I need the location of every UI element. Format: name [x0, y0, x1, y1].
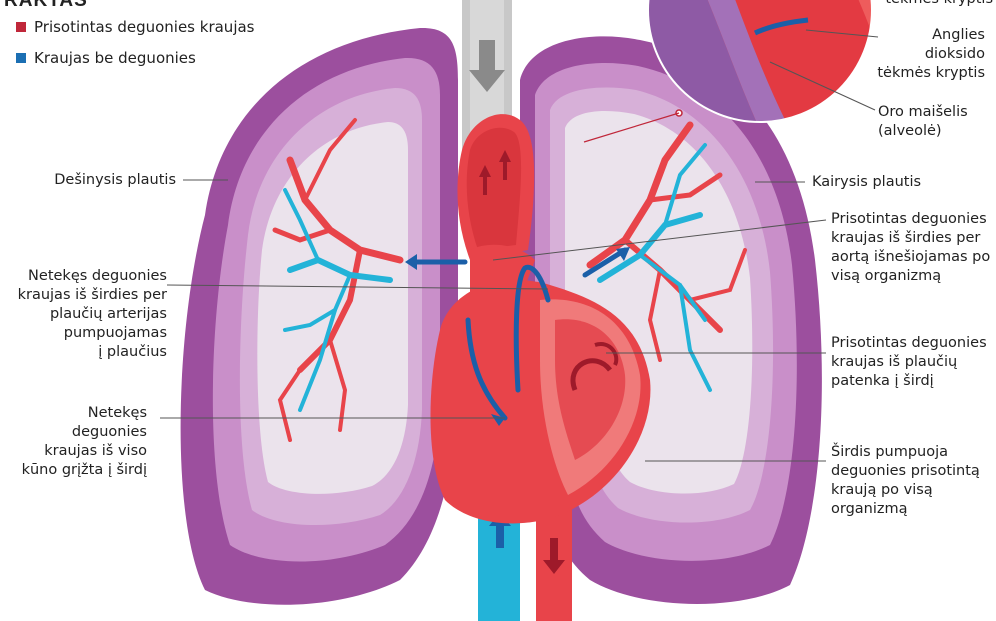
deoxy-return-line-4: kūno grįžta į širdį: [22, 461, 147, 480]
heart-pumps-line-3: kraują po visą: [831, 481, 980, 500]
oxy-aorta-line-2: kraujas iš širdies per: [831, 229, 990, 248]
inset-co2-label: Anglies dioksido tėkmės kryptis: [877, 26, 985, 83]
deoxy-to-lungs-line-5: į plaučius: [18, 343, 167, 362]
oxy-from-lungs-line-1: Prisotintas deguonies: [831, 334, 987, 353]
inset-alveolus-label: Oro maišelis (alveolė): [878, 103, 968, 141]
right-lung: [181, 28, 458, 605]
right-lung-label: Dešinysis plautis: [54, 171, 176, 190]
heart-pumps-line-1: Širdis pumpuoja: [831, 443, 980, 462]
inset-co2-line-3: tėkmės kryptis: [877, 64, 985, 83]
left-lung-label: Kairysis plautis: [812, 173, 921, 192]
deoxy-to-lungs-line-2: kraujas iš širdies per: [18, 286, 167, 305]
oxygenated-swatch-icon: [16, 22, 26, 32]
deoxy-return-label: Netekęs deguonies kraujas iš viso kūno g…: [22, 404, 147, 480]
deoxy-return-line-1: Netekęs: [22, 404, 147, 423]
deoxygenated-swatch-icon: [16, 53, 26, 63]
legend-item-oxygenated: Prisotintas deguonies kraujas: [16, 18, 255, 36]
legend-oxygenated-label: Prisotintas deguonies kraujas: [34, 18, 255, 36]
deoxy-to-lungs-line-1: Netekęs deguonies: [18, 267, 167, 286]
inset-co2-line-1: Anglies: [877, 26, 985, 45]
deoxy-to-lungs-line-4: pumpuojamas: [18, 324, 167, 343]
inset-co2-line-2: dioksido: [877, 45, 985, 64]
oxy-aorta-line-3: aortą išnešiojamas po: [831, 248, 990, 267]
heart-pumps-line-4: organizmą: [831, 500, 980, 519]
deoxy-to-lungs-label: Netekęs deguonies kraujas iš širdies per…: [18, 267, 167, 362]
inset-flow-direction-label: tėkmės kryptis: [885, 0, 993, 9]
oxy-aorta-line-4: visą organizmą: [831, 267, 990, 286]
oxy-from-lungs-line-3: patenka į širdį: [831, 372, 987, 391]
heart-pumps-line-2: deguonies prisotintą: [831, 462, 980, 481]
heart-pumps-label: Širdis pumpuoja deguonies prisotintą kra…: [831, 443, 980, 519]
inset-alveolus-line-1: Oro maišelis: [878, 103, 968, 122]
oxy-from-lungs-line-2: kraujas iš plaučių: [831, 353, 987, 372]
oxy-from-lungs-label: Prisotintas deguonies kraujas iš plaučių…: [831, 334, 987, 391]
oxy-aorta-label: Prisotintas deguonies kraujas iš širdies…: [831, 210, 990, 286]
legend-item-deoxygenated: Kraujas be deguonies: [16, 49, 196, 67]
deoxy-to-lungs-line-3: plaučių arterijas: [18, 305, 167, 324]
oxy-aorta-line-1: Prisotintas deguonies: [831, 210, 990, 229]
legend-deoxygenated-label: Kraujas be deguonies: [34, 49, 196, 67]
deoxy-return-line-3: kraujas iš viso: [22, 442, 147, 461]
deoxy-return-line-2: deguonies: [22, 423, 147, 442]
legend-title: RAKTAS: [4, 0, 88, 12]
inset-alveolus-line-2: (alveolė): [878, 122, 968, 141]
